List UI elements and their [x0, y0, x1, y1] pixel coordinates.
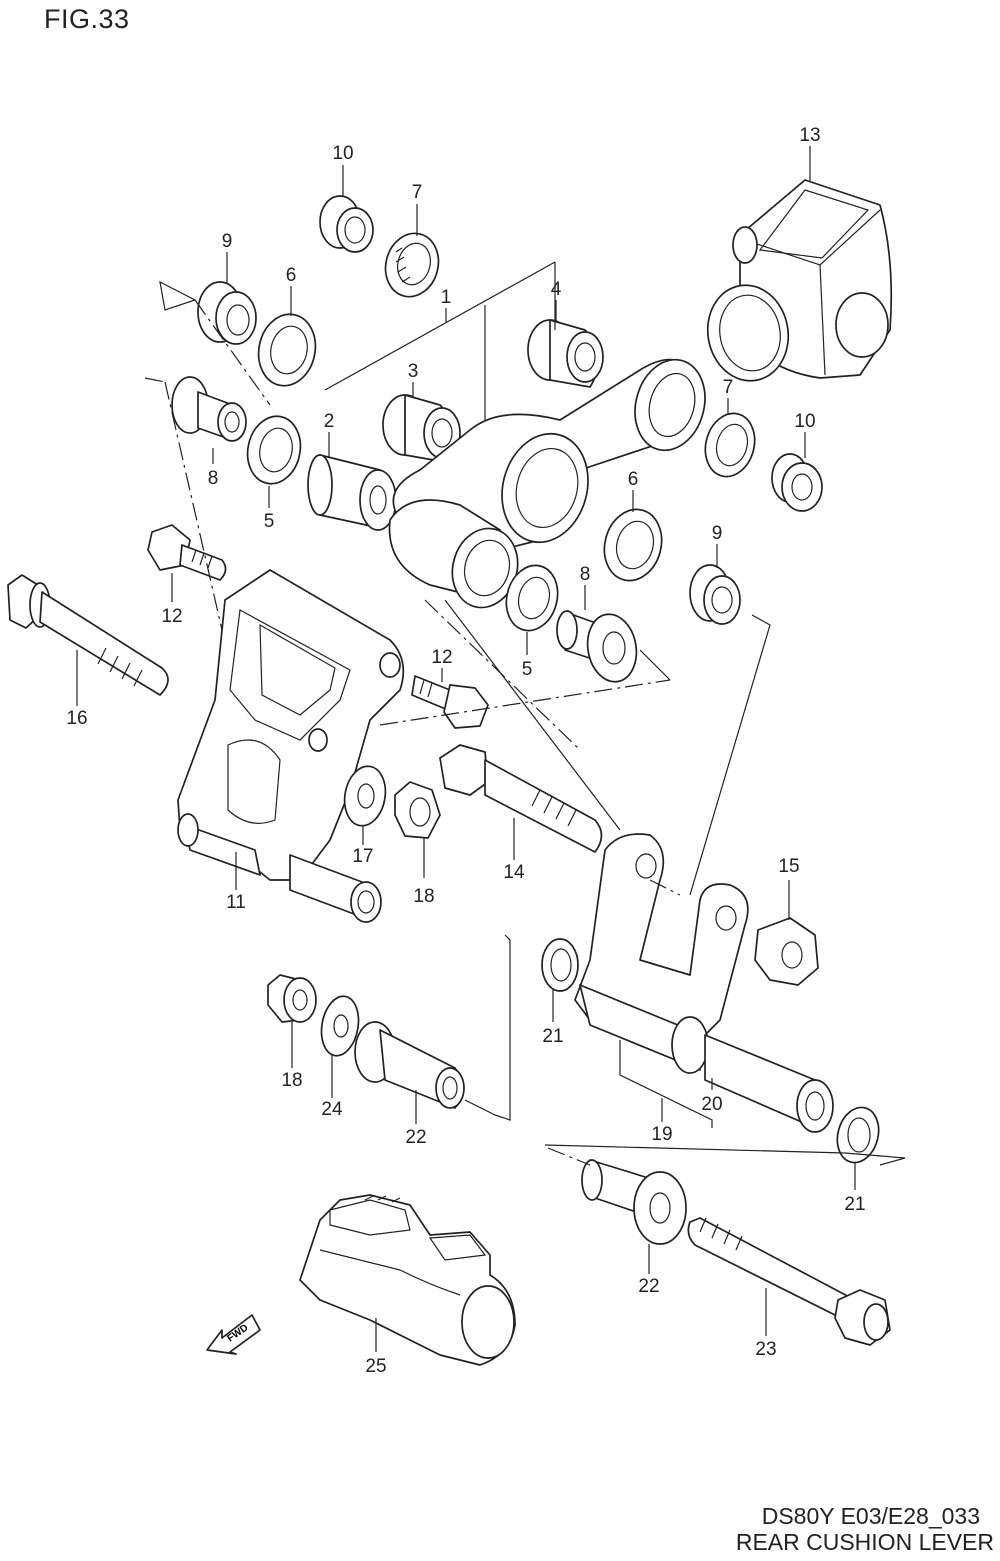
part-17-washer[interactable] — [340, 763, 390, 829]
callout-19: 19 — [651, 1124, 672, 1145]
part-8-collar-right[interactable] — [556, 610, 642, 685]
callout-4: 4 — [551, 279, 562, 300]
callout-15: 15 — [778, 856, 799, 877]
callout-7b: 7 — [723, 377, 734, 398]
part-24-washer[interactable] — [317, 993, 363, 1058]
part-6-seal-left[interactable] — [252, 309, 322, 391]
callout-25: 25 — [365, 1356, 386, 1377]
part-2-spacer[interactable] — [307, 454, 397, 531]
callout-8: 8 — [208, 468, 219, 489]
part-9-washer-right[interactable] — [689, 564, 741, 625]
part-12-bolt-upper[interactable] — [147, 524, 227, 581]
callout-18b: 18 — [281, 1070, 302, 1091]
callout-8b: 8 — [580, 564, 591, 585]
part-1-cushion-lever[interactable] — [388, 352, 715, 615]
callout-12: 12 — [161, 606, 182, 627]
part-20-spacer[interactable] — [704, 1034, 834, 1133]
callout-labels: 10 7 9 6 1 4 3 2 8 5 13 7 10 6 9 8 5 12 … — [66, 125, 865, 1377]
figure-name: REAR CUSHION LEVER — [735, 1529, 994, 1555]
callout-1: 1 — [441, 287, 452, 308]
part-25-guard[interactable] — [299, 1194, 516, 1366]
part-21-seal-right[interactable] — [831, 1103, 884, 1167]
part-6-seal-right[interactable] — [597, 503, 670, 587]
callout-10: 10 — [332, 143, 353, 164]
part-7-seal-top[interactable] — [379, 227, 446, 302]
part-11-bracket[interactable] — [177, 569, 405, 923]
part-10-bushing-top[interactable] — [319, 195, 374, 253]
part-12-bolt-lower[interactable] — [411, 675, 489, 729]
part-8-collar-left[interactable] — [171, 376, 247, 442]
callout-9: 9 — [222, 231, 233, 252]
callout-5b: 5 — [522, 659, 533, 680]
callout-13: 13 — [799, 125, 820, 146]
part-16-bolt-long[interactable] — [7, 574, 169, 696]
part-4-bearing[interactable] — [527, 319, 604, 388]
part-14-bolt[interactable] — [439, 744, 603, 853]
callout-23: 23 — [755, 1339, 776, 1360]
callout-7: 7 — [412, 182, 423, 203]
part-22-collar-left[interactable] — [354, 1021, 465, 1109]
part-15-nut[interactable] — [754, 917, 819, 986]
part-7-seal-right[interactable] — [699, 408, 762, 482]
callout-24: 24 — [321, 1099, 343, 1120]
callout-12b: 12 — [431, 647, 452, 668]
callout-18: 18 — [413, 886, 434, 907]
leader-lines — [76, 146, 856, 1352]
part-19-rod[interactable] — [574, 833, 749, 1074]
part-18-nut-upper[interactable] — [394, 781, 441, 839]
callout-21b: 21 — [844, 1194, 865, 1215]
callout-2: 2 — [324, 411, 335, 432]
part-10-bushing-right[interactable] — [771, 453, 823, 512]
part-5-seal-left[interactable] — [241, 411, 306, 488]
fwd-arrow-icon: FWD — [206, 1314, 261, 1355]
part-22-collar-right[interactable] — [581, 1159, 687, 1245]
callout-10b: 10 — [794, 411, 815, 432]
callout-6: 6 — [286, 265, 297, 286]
callout-22: 22 — [405, 1127, 426, 1148]
part-18-nut-lower[interactable] — [267, 974, 317, 1023]
callout-5: 5 — [264, 511, 275, 532]
callout-6b: 6 — [628, 469, 639, 490]
callout-20: 20 — [701, 1094, 722, 1115]
callout-11: 11 — [226, 892, 246, 913]
callout-9b: 9 — [712, 523, 723, 544]
figure-title: FIG.33 — [44, 4, 130, 34]
callout-17: 17 — [352, 846, 373, 867]
callout-14: 14 — [503, 862, 525, 883]
figure-code: DS80Y E03/E28_033 — [761, 1503, 980, 1529]
assembly-lines — [144, 261, 906, 1166]
part-3-bearing[interactable] — [382, 394, 461, 463]
callout-16: 16 — [66, 708, 87, 729]
part-21-seal-left[interactable] — [541, 938, 579, 992]
part-9-washer-left[interactable] — [197, 281, 257, 345]
callout-21: 21 — [542, 1026, 563, 1047]
part-23-bolt[interactable] — [687, 1217, 891, 1346]
part-13-cover[interactable] — [700, 179, 893, 387]
part-5-seal-right[interactable] — [499, 560, 564, 637]
callout-22b: 22 — [638, 1276, 659, 1297]
callout-3: 3 — [408, 361, 419, 382]
